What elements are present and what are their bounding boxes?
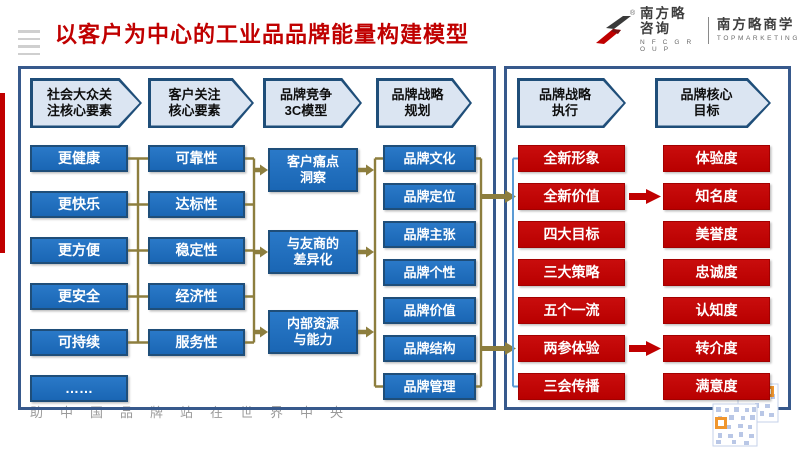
node-stability: 稳定性 bbox=[148, 237, 245, 264]
node-satisfaction-degree: 满意度 bbox=[663, 373, 770, 400]
node-reliability: 可靠性 bbox=[148, 145, 245, 172]
node-brand-proposition: 品牌主张 bbox=[383, 221, 476, 248]
node-more-convenient: 更方便 bbox=[30, 237, 128, 264]
node-brand-personality: 品牌个性 bbox=[383, 259, 476, 286]
node-brand-management: 品牌管理 bbox=[383, 373, 476, 400]
node-sustainable: 可持续 bbox=[30, 329, 128, 356]
header-customer-factors: 客户关注 核心要素 bbox=[148, 78, 254, 128]
page-title: 以客户为中心的工业品品牌能量构建模型 bbox=[55, 22, 470, 47]
node-three-meetings-communication: 三会传播 bbox=[518, 373, 625, 400]
node-reputation-degree: 美誉度 bbox=[663, 221, 770, 248]
node-brand-architecture: 品牌结构 bbox=[383, 335, 476, 362]
node-internal-resources-capability: 内部资源 与能力 bbox=[268, 310, 358, 354]
node-cognition-degree: 认知度 bbox=[663, 297, 770, 324]
brand-consulting-en: N F C G R O U P bbox=[640, 38, 694, 53]
node-four-goals: 四大目标 bbox=[518, 221, 625, 248]
node-two-participation-experience: 两参体验 bbox=[518, 335, 625, 362]
left-accent-bar bbox=[0, 93, 5, 253]
node-ellipsis: …… bbox=[30, 375, 128, 402]
node-new-image: 全新形象 bbox=[518, 145, 625, 172]
registered-mark: ® bbox=[630, 10, 636, 17]
menu-icon[interactable] bbox=[18, 30, 40, 56]
node-brand-value: 品牌价值 bbox=[383, 297, 476, 324]
node-awareness-degree: 知名度 bbox=[663, 183, 770, 210]
header-brand-competition-3c: 品牌竞争 3C模型 bbox=[263, 78, 362, 128]
node-loyalty-degree: 忠诚度 bbox=[663, 259, 770, 286]
company-logo: 南方略咨询 N F C G R O U P 南方略商学 TOPMARKETING bbox=[594, 6, 800, 53]
node-three-strategies: 三大策略 bbox=[518, 259, 625, 286]
brand-academy-cn: 南方略商学 bbox=[716, 17, 795, 32]
logo-divider bbox=[707, 16, 709, 44]
node-service: 服务性 bbox=[148, 329, 245, 356]
header-brand-strategy-execution: 品牌战略 执行 bbox=[517, 78, 626, 128]
node-economy: 经济性 bbox=[148, 283, 245, 310]
header-brand-core-goal: 品牌核心 目标 bbox=[655, 78, 771, 128]
node-compliance: 达标性 bbox=[148, 191, 245, 218]
brand-academy: 南方略商学 TOPMARKETING bbox=[716, 17, 800, 42]
header-social-factors: 社会大众关 注核心要素 bbox=[30, 78, 142, 128]
nfc-logo-icon bbox=[594, 13, 634, 47]
node-experience-degree: 体验度 bbox=[663, 145, 770, 172]
right-panel-frame bbox=[504, 66, 791, 410]
node-customer-painpoint-insight: 客户痛点 洞察 bbox=[268, 148, 358, 192]
node-referral-degree: 转介度 bbox=[663, 335, 770, 362]
qr-code-bottom bbox=[712, 403, 758, 447]
node-five-first-class: 五个一流 bbox=[518, 297, 625, 324]
brand-academy-en: TOPMARKETING bbox=[716, 34, 800, 42]
node-healthier: 更健康 bbox=[30, 145, 128, 172]
node-new-value: 全新价值 bbox=[518, 183, 625, 210]
brand-consulting-cn: 南方略咨询 bbox=[640, 6, 687, 36]
node-happier: 更快乐 bbox=[30, 191, 128, 218]
node-safer: 更安全 bbox=[30, 283, 128, 310]
node-brand-culture: 品牌文化 bbox=[383, 145, 476, 172]
header-brand-strategy-planning: 品牌战略 规划 bbox=[376, 78, 472, 128]
node-brand-positioning: 品牌定位 bbox=[383, 183, 476, 210]
node-differentiation-from-competitors: 与友商的 差异化 bbox=[268, 230, 358, 274]
brand-consulting: 南方略咨询 N F C G R O U P bbox=[640, 6, 700, 53]
